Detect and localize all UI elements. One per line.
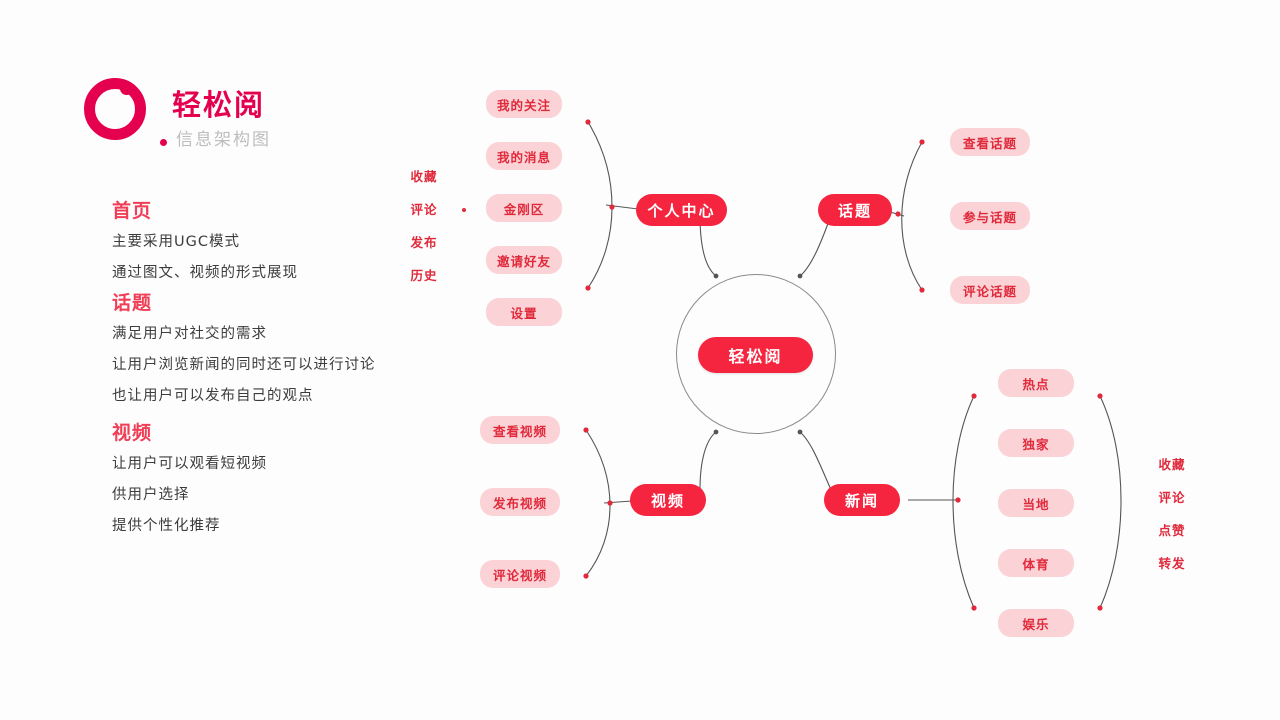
node-category-topic[interactable]: 话题 — [818, 194, 892, 226]
node-leaf-profile[interactable]: 设置 — [486, 298, 562, 326]
node-leaf-news[interactable]: 体育 — [998, 549, 1074, 577]
section-video-line: 让用户可以观看短视频 — [112, 456, 267, 472]
profile-tag: 发布 — [410, 235, 438, 250]
brand-subtitle-dot-icon — [160, 139, 167, 146]
node-leaf-profile[interactable]: 邀请好友 — [486, 246, 562, 274]
logo-icon — [84, 78, 158, 152]
profile-tag-group: 收藏 评论 发布 历史 — [398, 166, 450, 284]
section-video: 视频 让用户可以观看短视频 供用户选择 提供个性化推荐 — [112, 418, 267, 543]
node-leaf-news[interactable]: 热点 — [998, 369, 1074, 397]
news-tag: 点赞 — [1158, 523, 1186, 538]
section-home: 首页 主要采用UGC模式 通过图文、视频的形式展现 — [112, 196, 298, 291]
brand-subtitle: 信息架构图 — [176, 130, 271, 150]
node-center[interactable]: 轻松阅 — [698, 337, 813, 373]
node-leaf-news[interactable]: 当地 — [998, 489, 1074, 517]
section-topic-line: 让用户浏览新闻的同时还可以进行讨论 — [112, 356, 376, 373]
news-tag-group: 收藏 评论 点赞 转发 — [1146, 454, 1198, 572]
news-tag: 收藏 — [1158, 457, 1186, 472]
section-topic: 话题 满足用户对社交的需求 让用户浏览新闻的同时还可以进行讨论 也让用户可以发布… — [112, 288, 376, 413]
section-home-line: 通过图文、视频的形式展现 — [112, 264, 298, 281]
section-video-line: 供用户选择 — [112, 486, 190, 503]
section-video-line: 提供个性化推荐 — [112, 517, 221, 534]
node-category-video[interactable]: 视频 — [630, 484, 706, 516]
brand-title: 轻松阅 — [172, 88, 266, 122]
node-leaf-profile[interactable]: 金刚区 — [486, 194, 562, 222]
logo-dot-shape — [120, 82, 133, 95]
logo-ring-shape — [84, 78, 146, 140]
section-home-line: 主要采用UGC模式 — [112, 234, 240, 250]
profile-tag: 历史 — [410, 268, 438, 283]
node-leaf-profile[interactable]: 我的消息 — [486, 142, 562, 170]
node-leaf-video[interactable]: 查看视频 — [480, 416, 560, 444]
section-topic-line: 也让用户可以发布自己的观点 — [112, 387, 314, 404]
news-tag: 转发 — [1158, 556, 1186, 571]
center-ring-shape — [676, 274, 836, 434]
profile-tag: 评论 — [410, 202, 438, 217]
node-leaf-news[interactable]: 独家 — [998, 429, 1074, 457]
section-home-heading: 首页 — [112, 200, 153, 222]
node-leaf-topic[interactable]: 查看话题 — [950, 128, 1030, 156]
node-category-news[interactable]: 新闻 — [824, 484, 900, 516]
node-leaf-profile[interactable]: 我的关注 — [486, 90, 562, 118]
section-video-heading: 视频 — [112, 422, 153, 444]
profile-tag-dot-icon — [462, 208, 466, 212]
node-category-profile[interactable]: 个人中心 — [636, 194, 727, 226]
node-leaf-topic[interactable]: 参与话题 — [950, 202, 1030, 230]
section-topic-line: 满足用户对社交的需求 — [112, 326, 267, 342]
news-tag: 评论 — [1158, 490, 1186, 505]
node-leaf-topic[interactable]: 评论话题 — [950, 276, 1030, 304]
profile-tag: 收藏 — [410, 169, 438, 184]
node-leaf-video[interactable]: 评论视频 — [480, 560, 560, 588]
node-leaf-news[interactable]: 娱乐 — [998, 609, 1074, 637]
section-topic-heading: 话题 — [112, 292, 153, 314]
node-leaf-video[interactable]: 发布视频 — [480, 488, 560, 516]
